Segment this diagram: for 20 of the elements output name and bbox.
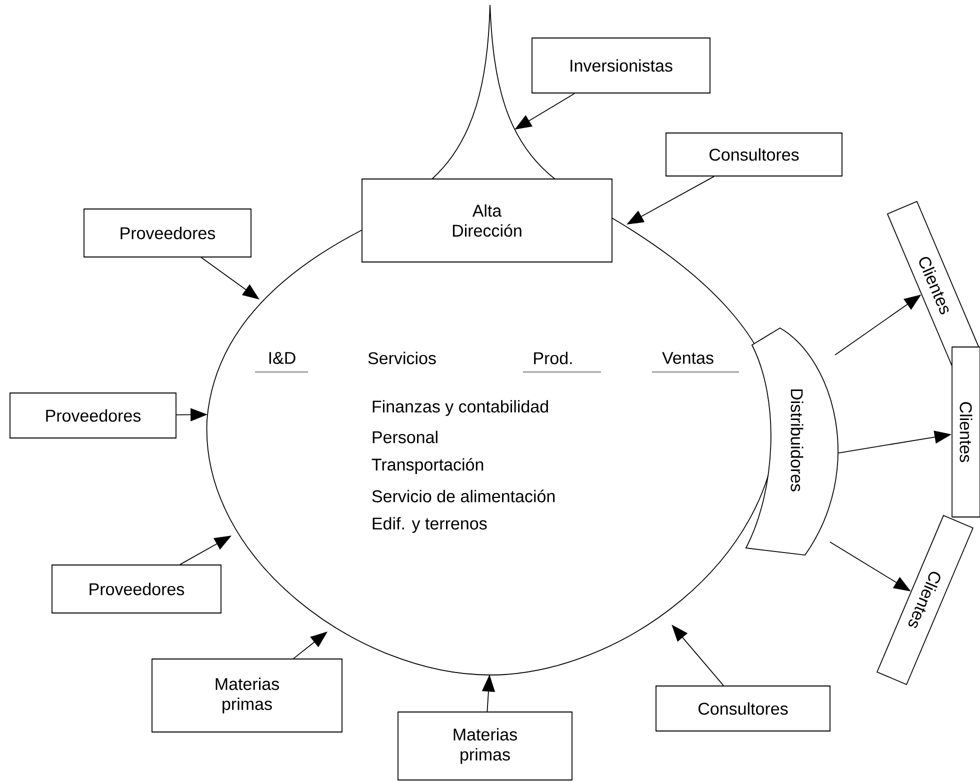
stakeholder-box: Inversionistas: [532, 38, 710, 94]
stakeholder-box: Proveedores: [52, 564, 222, 614]
stakeholder-box: Materias primas: [152, 658, 342, 732]
funnel-outline: [432, 4, 556, 180]
heading-text: I&D: [254, 352, 308, 372]
customer-box: Clientes: [952, 346, 980, 518]
stakeholder-box: Consultores: [656, 686, 830, 732]
heading-text: Ventas: [652, 352, 740, 372]
list-item: Personal: [372, 430, 438, 444]
stakeholder-box: Consultores: [666, 132, 842, 176]
list-item: Transportación: [372, 458, 484, 474]
stakeholder-box: Proveedores: [84, 208, 252, 258]
stakeholder-box: Materias primas: [398, 712, 572, 780]
list-item: Servicio de alimentación: [372, 490, 555, 502]
heading-text: Servicios: [368, 352, 436, 364]
stakeholder-box: Proveedores: [10, 392, 176, 438]
management-box: Alta Dirección: [362, 178, 612, 262]
list-item: Edif. y terrenos: [372, 517, 487, 533]
heading-text: Prod.: [522, 352, 602, 372]
list-item: Finanzas y contabilidad: [372, 400, 548, 416]
